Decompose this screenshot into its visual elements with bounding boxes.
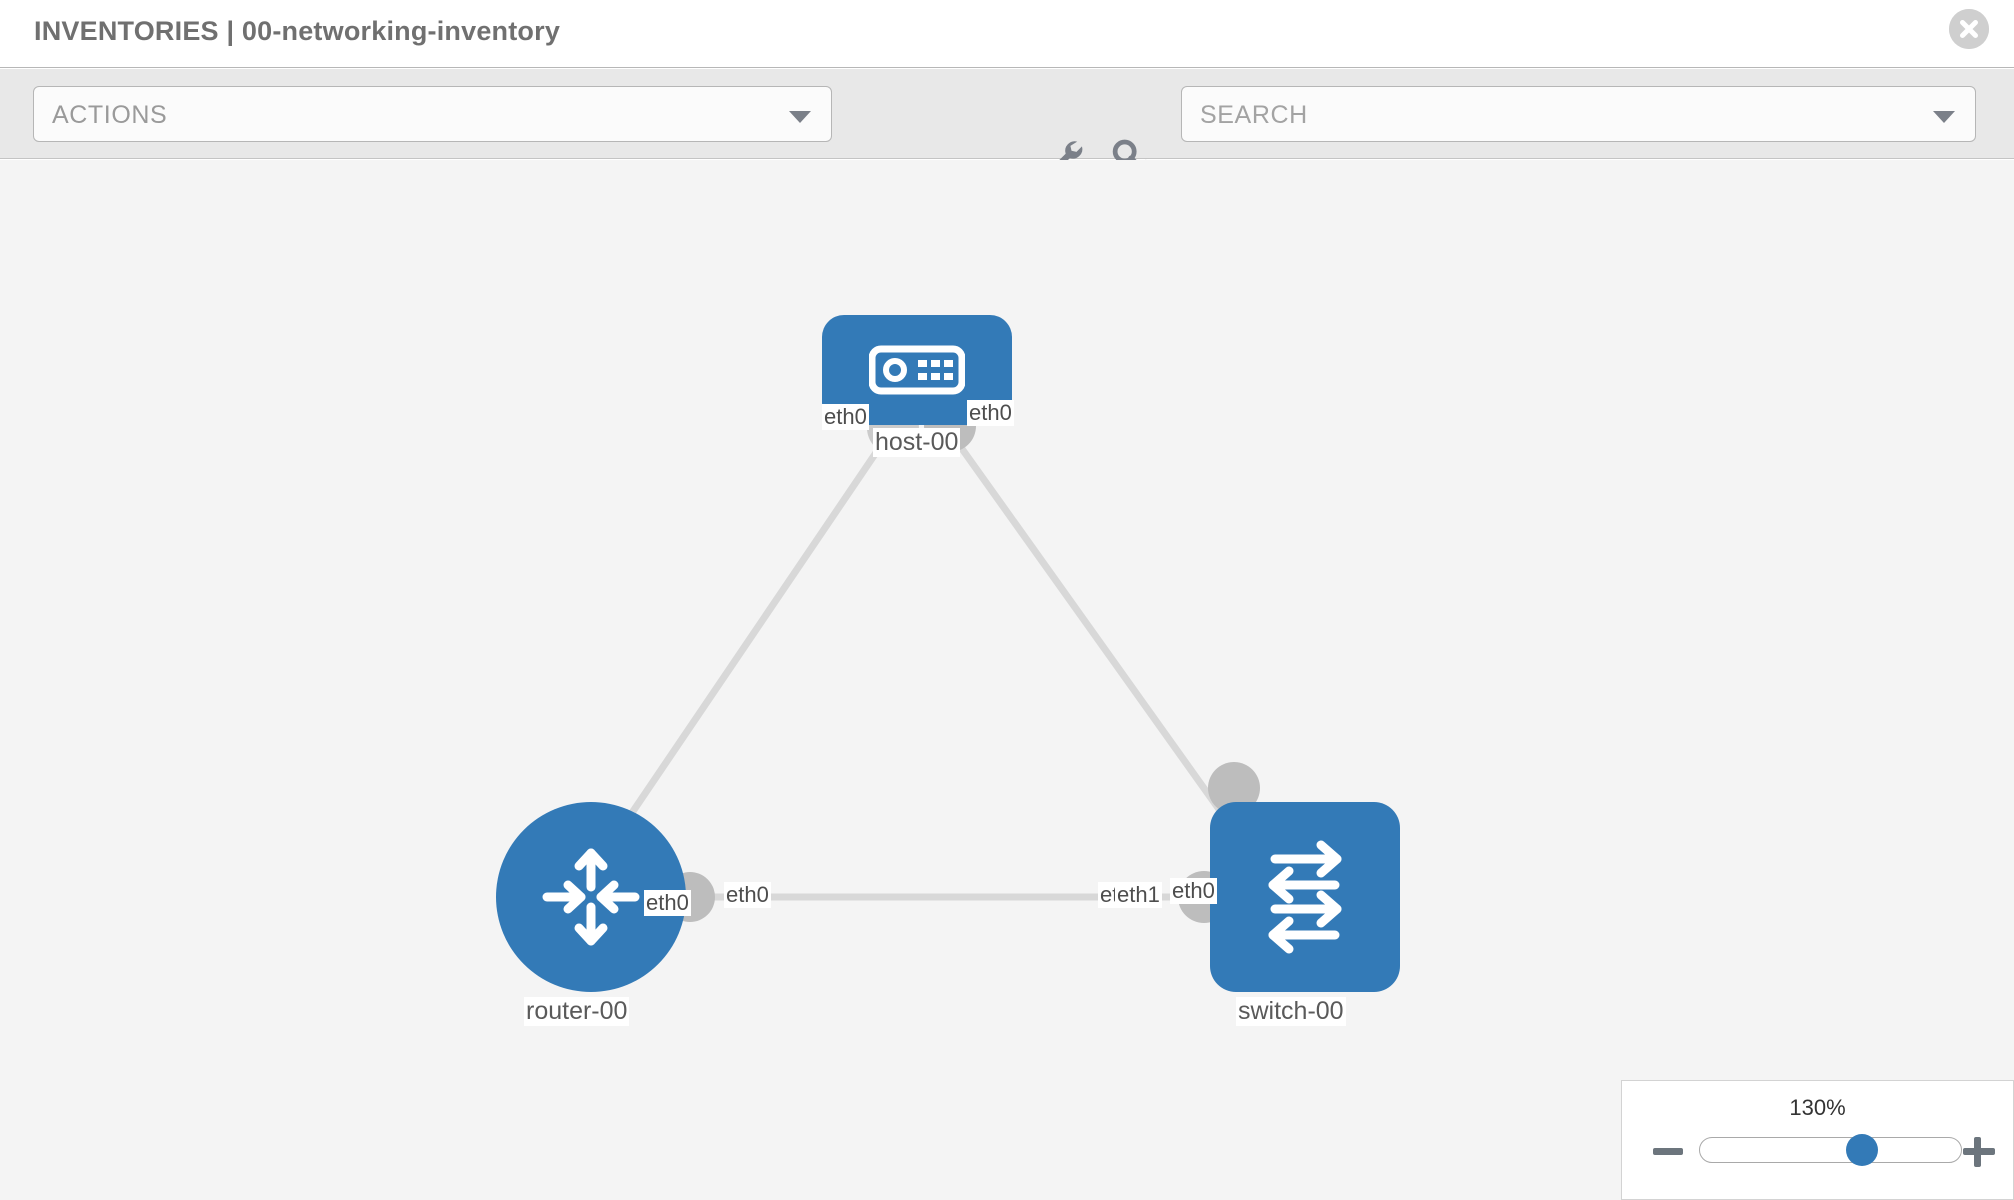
zoom-slider-handle[interactable] (1846, 1134, 1878, 1166)
search-input[interactable]: SEARCH (1181, 86, 1976, 142)
server-device-icon (869, 345, 965, 395)
port-label-host-right: eth0 (967, 400, 1014, 427)
port-label-switch-left-b: eth1 (1115, 882, 1162, 909)
toolbar: ACTIONS SEARCH (0, 69, 2014, 177)
zoom-slider[interactable] (1699, 1134, 1962, 1166)
plus-bar-vertical (1974, 1137, 1981, 1167)
close-icon[interactable] (1949, 9, 1989, 49)
page-title: INVENTORIES | 00-networking-inventory (34, 16, 561, 46)
chevron-down-icon (789, 111, 811, 123)
zoom-control-panel: 130% (1621, 1080, 2014, 1200)
topology-canvas[interactable]: host-00 (0, 160, 2014, 1200)
topology-node-switch-00[interactable]: switch-00 (1210, 802, 1400, 1026)
zoom-level-value: 130% (1789, 1095, 1846, 1120)
bidirectional-arrows-icon (1268, 840, 1342, 954)
port-label-router-up: eth0 (644, 890, 691, 917)
plus-icon[interactable] (1961, 1133, 1997, 1169)
node-label-router-00: router-00 (524, 997, 630, 1026)
port-label-router-right: eth0 (724, 882, 771, 909)
chevron-down-icon (1933, 111, 1955, 123)
node-label-host-00: host-00 (873, 428, 961, 457)
switch-node-shape (1210, 802, 1400, 992)
edge-host-router (597, 430, 893, 862)
actions-dropdown-label: ACTIONS (52, 101, 168, 129)
socket-switch-top (1208, 762, 1260, 814)
minus-icon[interactable] (1650, 1133, 1686, 1169)
edge-host-switch (947, 429, 1251, 853)
minus-bar (1653, 1148, 1683, 1155)
search-placeholder: SEARCH (1200, 101, 1308, 129)
four-arrows-inward-icon (542, 848, 640, 946)
port-label-switch-up: eth0 (1170, 878, 1217, 905)
actions-dropdown[interactable]: ACTIONS (33, 86, 832, 142)
page-header: INVENTORIES | 00-networking-inventory (0, 0, 2014, 68)
node-label-switch-00: switch-00 (1236, 997, 1346, 1026)
port-label-host-left: eth0 (822, 404, 869, 431)
